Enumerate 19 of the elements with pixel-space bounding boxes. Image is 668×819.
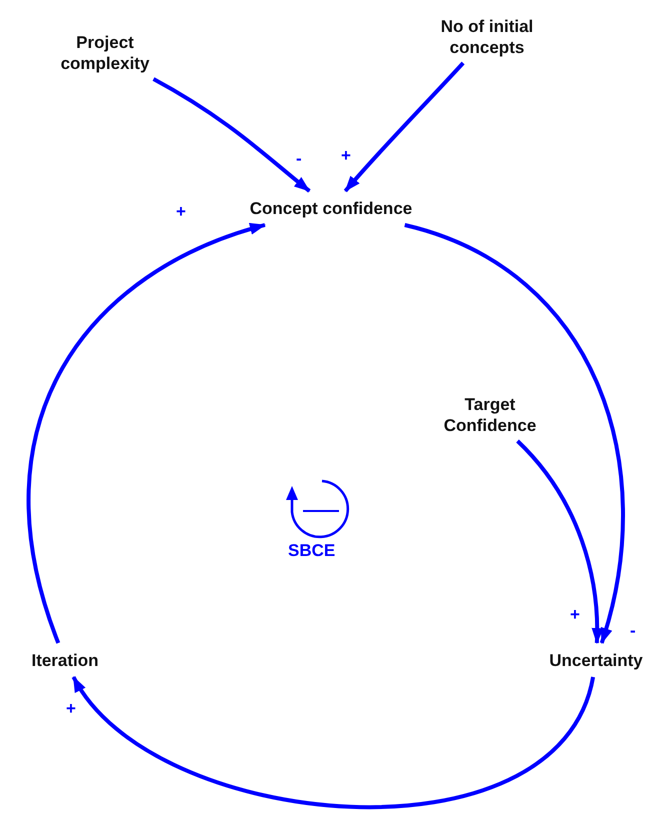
variable-name: Uncertainty (549, 650, 643, 670)
causal-arrow (26, 223, 266, 644)
polarity-sign: + (341, 147, 351, 164)
variable-name: Iteration (31, 650, 99, 670)
variable-name: No of initial concepts (440, 16, 534, 58)
polarity-sign: + (66, 700, 76, 717)
causal-arrow (72, 676, 595, 809)
polarity-sign: - (630, 622, 636, 639)
variable-name: Target Confidence (442, 394, 538, 436)
causal-arrow (516, 440, 604, 644)
causal-arrow (152, 77, 311, 193)
variable-name: Project complexity (60, 32, 150, 74)
loop-name: SBCE (288, 541, 336, 561)
variable-name: Concept confidence (250, 198, 412, 218)
polarity-sign: + (570, 606, 580, 623)
causal-arrow (344, 62, 465, 192)
polarity-sign: - (296, 150, 302, 167)
polarity-sign: + (176, 203, 186, 220)
causal-arrow (404, 223, 625, 644)
